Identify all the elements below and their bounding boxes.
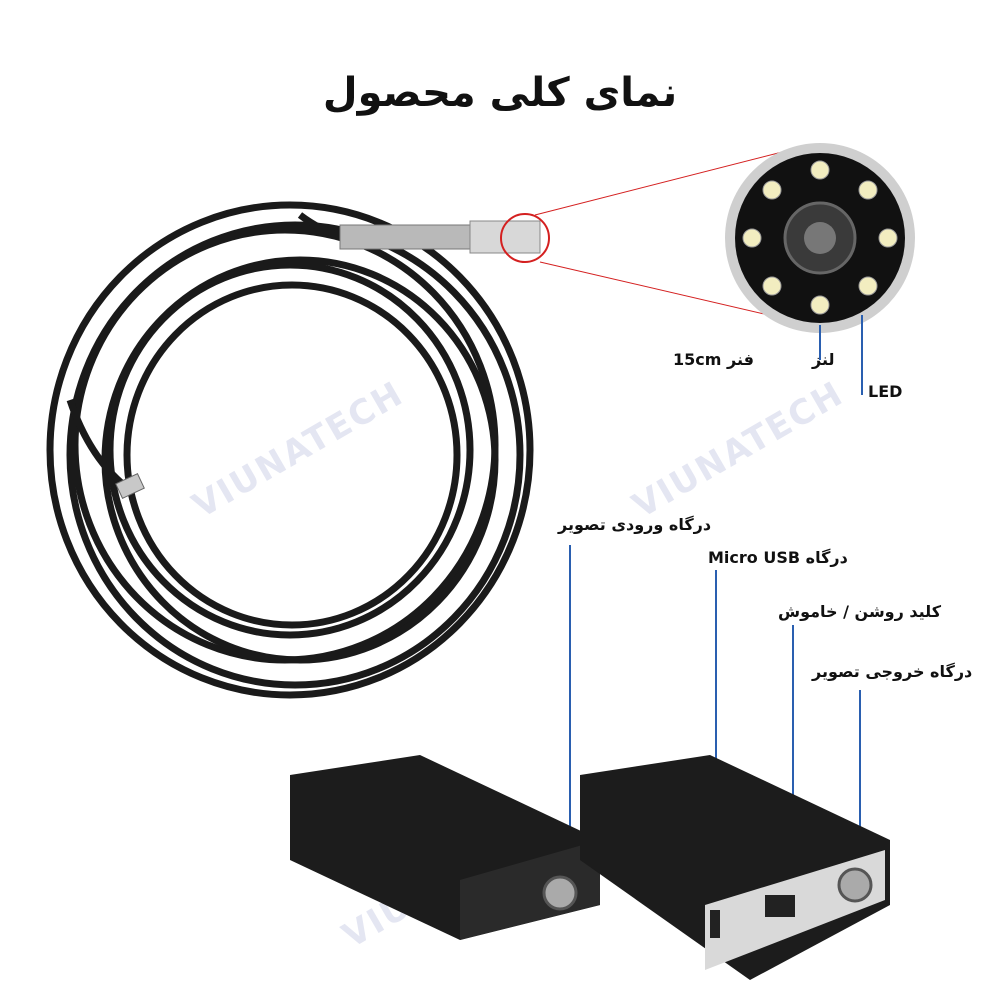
camera-head-closeup	[725, 143, 915, 333]
zoom-circle	[500, 213, 550, 263]
control-box-right	[580, 755, 890, 980]
page-title: نمای کلی محصول	[322, 70, 678, 116]
camera-probe	[339, 220, 541, 254]
control-box-left	[290, 755, 600, 940]
label-led: LED	[868, 382, 903, 401]
label-video-output: درگاه خروجی تصویر	[812, 662, 973, 681]
cable-connector	[115, 473, 145, 499]
label-power-switch: کلید روشن / خاموش	[778, 602, 942, 621]
label-video-input: درگاه ورودی تصویر	[558, 515, 712, 534]
cable-coil	[46, 201, 534, 699]
label-spring: فنر 15cm	[673, 350, 754, 369]
label-micro-usb: درگاه Micro USB	[708, 548, 848, 567]
label-lens: لنز	[812, 350, 835, 369]
